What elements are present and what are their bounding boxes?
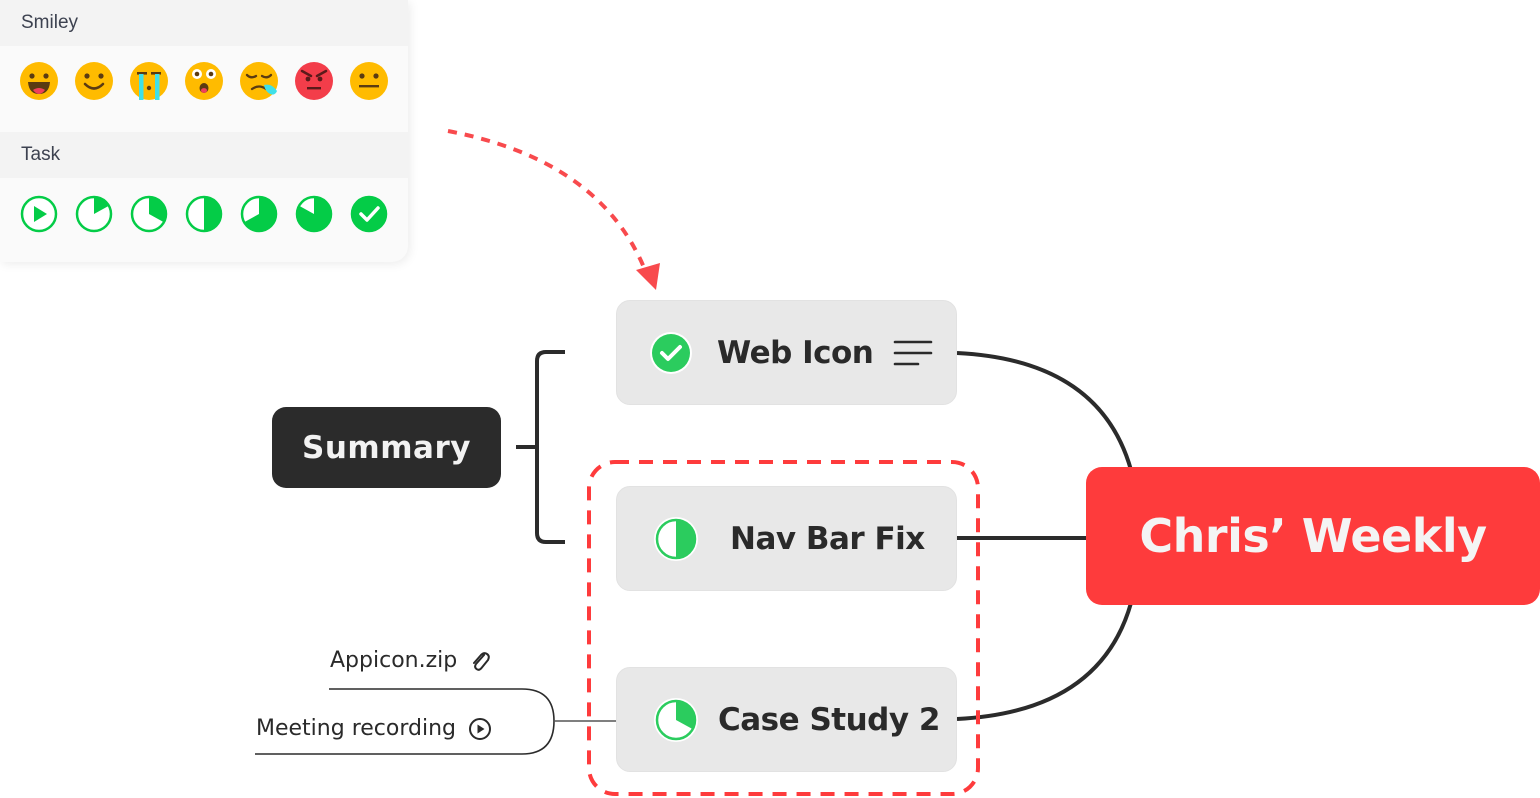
progress-fill [204, 197, 221, 231]
smiley-laughing-icon[interactable] [19, 61, 59, 101]
notes-icon[interactable] [893, 339, 933, 367]
play-glyph [34, 206, 47, 222]
smiley-angry-icon[interactable] [294, 61, 334, 101]
topic-label: Case Study 2 [718, 702, 940, 738]
task-progress-icon[interactable] [74, 194, 114, 234]
topic-case-study-2[interactable]: Case Study 2 [616, 667, 957, 772]
attachment-label: Meeting recording [256, 716, 456, 741]
progress-fill [149, 197, 167, 223]
summary-bracket [535, 350, 565, 544]
branch-line-web-icon [956, 351, 1133, 471]
task-progress-icon[interactable] [239, 194, 279, 234]
progress-fill [296, 197, 331, 231]
section-header-task: Task [0, 132, 408, 178]
branch-line-case-study [956, 602, 1133, 721]
topic-web-icon[interactable]: Web Icon [616, 300, 957, 405]
attachment-appicon[interactable]: Appicon.zip [330, 648, 491, 673]
task-progress-icon[interactable] [654, 697, 698, 742]
summary-node[interactable]: Summary [272, 407, 501, 488]
task-progress-icon[interactable] [184, 194, 224, 234]
smiley-surprised-icon[interactable] [184, 61, 224, 101]
task-done-icon[interactable] [649, 331, 693, 375]
progress-fill [244, 197, 276, 231]
task-progress-icon[interactable] [654, 516, 698, 561]
topic-nav-bar-fix[interactable]: Nav Bar Fix [616, 486, 957, 591]
topic-label: Web Icon [717, 334, 874, 371]
attachment-meeting-recording[interactable]: Meeting recording [256, 716, 492, 741]
task-progress-icon[interactable] [129, 194, 169, 234]
progress-fill [676, 700, 695, 729]
progress-fill [94, 197, 109, 214]
smiley-neutral-icon[interactable] [349, 61, 389, 101]
central-topic[interactable]: Chris’ Weekly [1086, 467, 1540, 605]
topic-label-text: Case Study 2 [718, 701, 940, 738]
task-done-icon[interactable] [349, 194, 389, 234]
task-icon-ring [350, 195, 388, 233]
smiley-icon-row [0, 46, 408, 132]
task-start-icon[interactable] [19, 194, 59, 234]
task-icon-row [0, 178, 408, 262]
smiley-sad-sweat-icon[interactable] [239, 61, 279, 101]
section-header-smiley: Smiley [0, 0, 408, 46]
relationship-arrow [447, 129, 647, 271]
check-glyph [359, 206, 380, 222]
boundary-dashed [587, 460, 980, 796]
task-progress-icon[interactable] [294, 194, 334, 234]
relationship-arrowhead [636, 263, 660, 290]
attachment-label: Appicon.zip [330, 648, 458, 673]
icon-panel: Smiley [0, 0, 408, 262]
topic-label: Nav Bar Fix [730, 520, 925, 557]
progress-fill [676, 519, 695, 558]
smiley-smile-icon[interactable] [74, 61, 114, 101]
paperclip-icon [473, 651, 491, 671]
smiley-crying-icon[interactable] [129, 61, 169, 101]
play-circle-icon [469, 717, 491, 740]
